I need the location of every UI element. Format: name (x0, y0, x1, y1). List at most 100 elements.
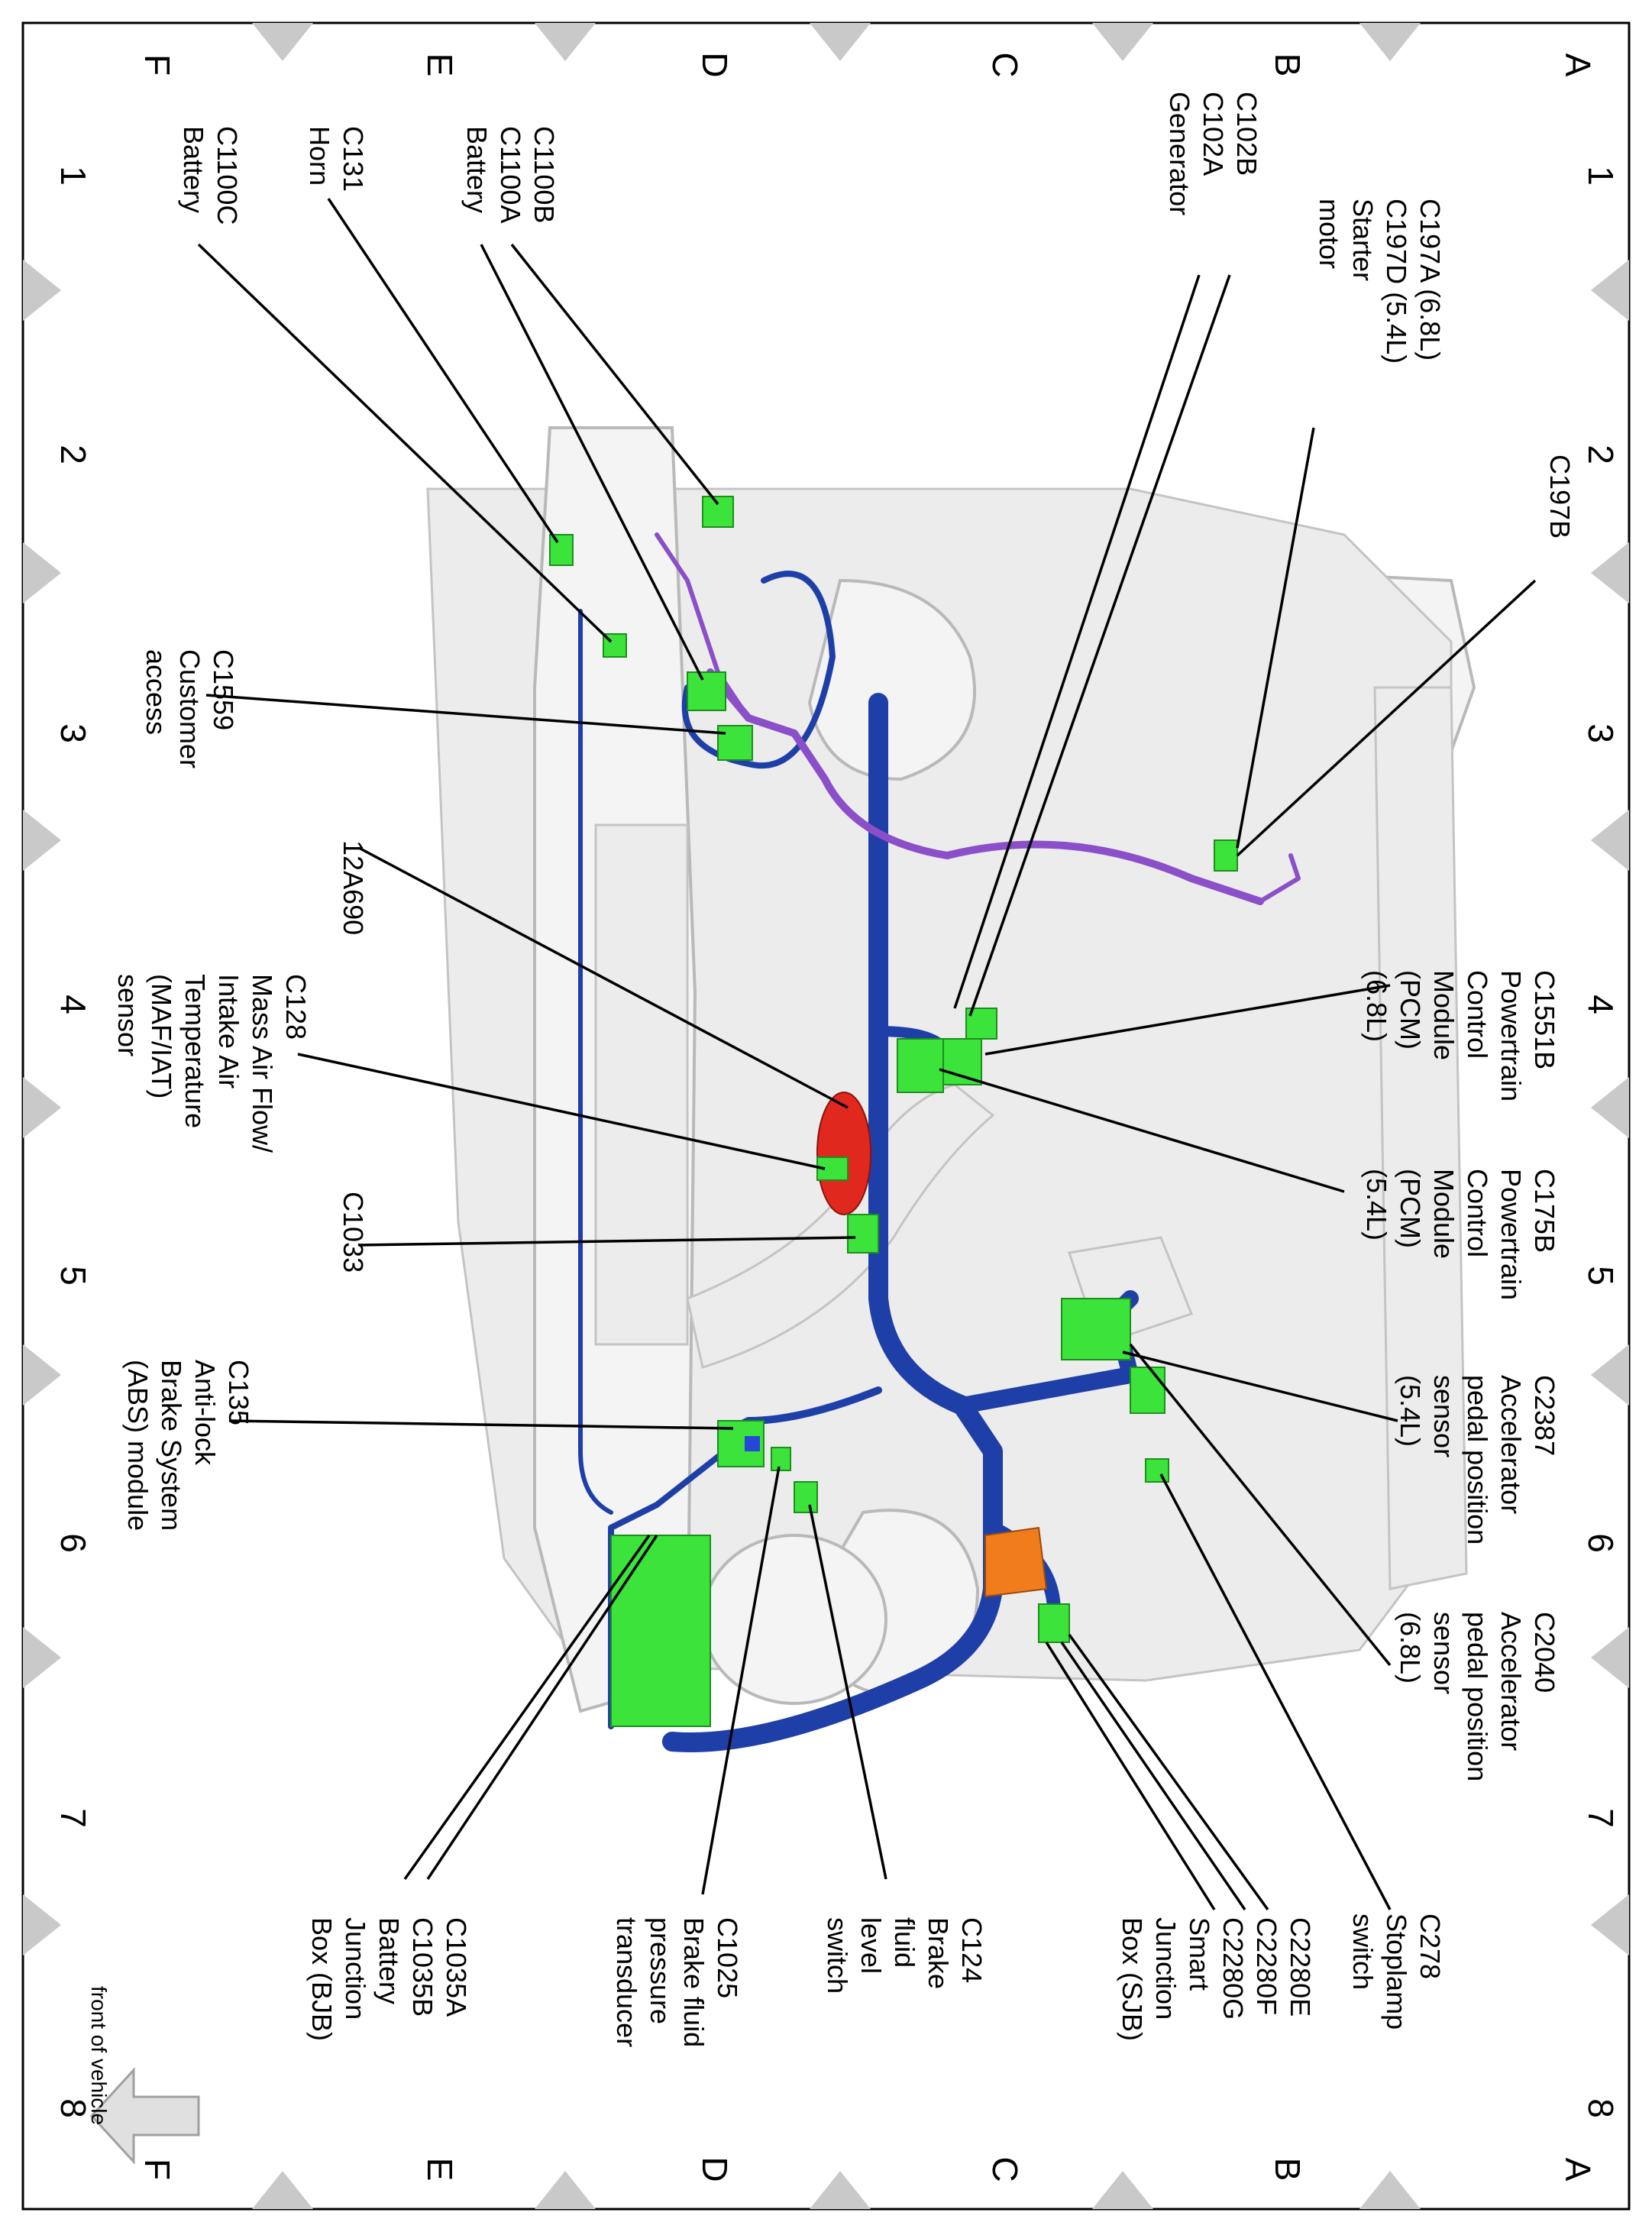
c1025-connector (771, 1447, 791, 1471)
c1559-connector (717, 725, 753, 761)
bjb-box (610, 1535, 711, 1727)
leader-bjb-2 (403, 1534, 651, 1881)
leader-12a690 (358, 846, 849, 1109)
c128-connector (816, 1156, 849, 1181)
callout-c2040: C2040Acceleratorpedal positionsensor(6.8… (1395, 1612, 1560, 1781)
battery-cable (578, 609, 613, 1515)
c131-connector (549, 534, 574, 566)
leader-c1033 (358, 1236, 856, 1247)
grid-row-label-top: A (1558, 53, 1598, 77)
c2387-connector (1061, 1298, 1131, 1360)
leader-c1025 (701, 1466, 781, 1895)
sjb-connector (1038, 1603, 1070, 1643)
callout-c135: C135Anti-lockBrake System(ABS) module (122, 1360, 254, 1531)
leader-c1551b (984, 984, 1391, 1056)
front-arrow-icon (89, 2067, 200, 2165)
leader-c175b (939, 1068, 1345, 1193)
grid-column-label-left: 7 (53, 1808, 93, 1828)
abs-module-plug (745, 1436, 760, 1451)
leader-generator-2 (953, 274, 1201, 1009)
front-of-vehicle-label: front of vehicle (87, 1986, 111, 2125)
leader-sjb-1 (1068, 1633, 1269, 1911)
grid-row-label-bottom: D (695, 2156, 735, 2182)
callout-sjb: C2280EC2280FC2280GSmartJunctionBox (SJB) (1117, 1917, 1316, 2041)
callout-c1033: C1033 (338, 1192, 369, 1273)
c124-connector (794, 1481, 818, 1513)
leader-generator-1 (968, 274, 1231, 1017)
starter-lead (1258, 853, 1301, 904)
leader-c1559 (205, 694, 726, 735)
leader-sjb-2 (1060, 1642, 1246, 1910)
callout-c1100c: C1100CBattery (178, 126, 243, 225)
leader-c131 (327, 198, 559, 543)
grid-edge-markers (23, 23, 1629, 2209)
grid-column-label-left: 6 (53, 1533, 93, 1553)
callout-c124: C124Brakefluidlevelswitch (822, 1917, 988, 1994)
components (549, 496, 1238, 1727)
callout-12a690: 12A690 (338, 840, 369, 935)
frame-rail-side (1373, 686, 1468, 1590)
grid-column-label-left: 8 (53, 2098, 93, 2118)
grid-column-label-left: 4 (53, 995, 93, 1014)
pcm-connector-6-8l (942, 1038, 982, 1085)
leader-c1100c (197, 243, 613, 643)
grid-row-label-top: E (420, 53, 460, 77)
grid-row-label-top: C (985, 52, 1025, 77)
brake-booster (701, 1534, 887, 1705)
grid-column-label-right: 2 (1581, 445, 1621, 464)
main-harness-trunk (662, 693, 1003, 1752)
leader-c135 (228, 1419, 734, 1430)
callout-c2387: C2387Acceleratorpedal positionsensor(5.4… (1395, 1375, 1560, 1545)
callout-c278: C278Stoplampswitch (1347, 1913, 1446, 2030)
leader-c2040 (1129, 1343, 1392, 1667)
callout-c197b: C197B (1544, 454, 1576, 539)
callout-c175b: C175BPowertrainControlModule(PCM)(5.4L) (1361, 1169, 1560, 1300)
leader-c1100a (480, 244, 704, 681)
callout-c131: C131Horn (304, 126, 369, 192)
leader-bjb-1 (426, 1535, 658, 1880)
grid-column-label-left: 1 (53, 166, 93, 186)
grid-column-label-left: 3 (53, 723, 93, 743)
grid-row-label-bottom: E (420, 2158, 460, 2182)
leader-c278 (1159, 1473, 1392, 1910)
callout-c1100b: C1100BC1100ABattery (461, 126, 560, 223)
starter-harness (706, 668, 1264, 905)
radiator-core (594, 823, 689, 1346)
sjb-bracket (984, 1526, 1048, 1598)
grid-column-labels-left: 1 2 3 4 5 6 7 8 (53, 166, 93, 2118)
front-of-vehicle-indicator: front of vehicle (87, 1986, 200, 2165)
harness-loop-left (681, 571, 836, 769)
grid-row-label-top: B (1268, 53, 1308, 77)
callout-c1559: C1559Customeraccess (141, 649, 239, 768)
c1033-connector (847, 1214, 879, 1253)
grid-column-label-right: 8 (1581, 2098, 1621, 2118)
c1100b-connector (702, 496, 734, 528)
grid-column-label-right: 5 (1581, 1266, 1621, 1286)
grid-row-label-bottom: A (1558, 2158, 1598, 2182)
grid-column-label-right: 7 (1581, 1808, 1621, 1828)
starter-connector (1214, 839, 1238, 872)
leader-c1100b (510, 243, 719, 506)
grid-column-label-right: 6 (1581, 1533, 1621, 1553)
air-intake-tube (686, 1083, 995, 1369)
callout-c197a: C197A (6.8L)C197D (5.4L)Startermotor (1314, 199, 1446, 364)
grid-column-label-left: 5 (53, 1266, 93, 1286)
callout-c1025: C1025Brake fluidpressuretransducer (611, 1917, 743, 2047)
c278-connector (1145, 1458, 1169, 1483)
callout-bjb: C1035AC1035BBatteryJunctionBox (BJB) (306, 1917, 472, 2041)
grid-row-label-top: F (137, 54, 177, 76)
grid-row-label-bottom: C (985, 2156, 1025, 2182)
grid-column-label-left: 2 (53, 445, 93, 464)
leader-sjb-3 (1045, 1642, 1216, 1910)
maf-sensor (816, 1092, 871, 1215)
c1100a-connector (687, 671, 726, 711)
strut-tower-left (807, 578, 976, 781)
generator-harness (655, 532, 751, 720)
pcm-connector-5-4l (897, 1038, 944, 1093)
grid-column-label-right: 1 (1581, 166, 1621, 186)
leader-c197a (1236, 427, 1315, 849)
leader-c197b (1236, 579, 1537, 857)
